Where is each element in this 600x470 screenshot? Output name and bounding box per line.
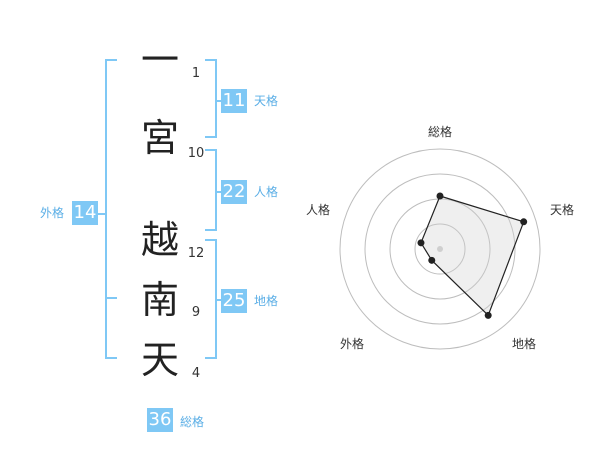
radar-axis-label-tenkaku: 天格 <box>549 203 574 217</box>
radar-point-2 <box>520 218 528 226</box>
radar-area <box>420 195 525 317</box>
radar-point-4 <box>428 256 436 264</box>
soukaku-label: 総格 <box>180 415 205 429</box>
name-char-4: 南 <box>140 278 179 322</box>
name-char-3: 越 <box>140 218 179 262</box>
gaikaku-label: 外格 <box>40 206 65 220</box>
radar-axis-label-chikaku: 地格 <box>511 337 536 351</box>
radar-axis-label-gaikaku: 外格 <box>339 337 364 351</box>
radar-axis-label-jinkaku: 人格 <box>305 203 330 217</box>
radar-center-dot <box>437 246 443 252</box>
name-char-2: 宮 <box>140 116 179 160</box>
tenkaku-value: 11 <box>221 89 247 113</box>
stroke-count-1: 1 <box>191 66 201 81</box>
radar-ring <box>414 223 466 275</box>
radar-axis-label-soukaku: 総格 <box>427 125 452 139</box>
radar-point-5 <box>417 239 425 247</box>
stroke-count-4: 9 <box>191 305 201 320</box>
radar-ring <box>339 148 541 350</box>
radar-ring <box>364 173 516 325</box>
jinkaku-label: 人格 <box>254 185 279 199</box>
jinkaku-value: 22 <box>221 180 247 204</box>
gaikaku-value: 14 <box>72 201 98 225</box>
gaikaku-bracket <box>105 59 117 359</box>
name-char-5: 天 <box>140 338 179 382</box>
tenkaku-label: 天格 <box>254 94 279 108</box>
tenkaku-bracket <box>205 59 217 138</box>
stroke-count-5: 4 <box>191 366 201 381</box>
radar-point-3 <box>484 311 492 319</box>
soukaku-value: 36 <box>147 408 173 432</box>
stroke-count-2: 10 <box>187 146 205 161</box>
jinkaku-bracket <box>205 149 217 231</box>
name-char-1: 一 <box>140 38 179 82</box>
chikaku-label: 地格 <box>254 294 279 308</box>
chikaku-value: 25 <box>221 289 247 313</box>
stroke-count-3: 12 <box>187 246 205 261</box>
radar-point-1 <box>436 192 444 200</box>
